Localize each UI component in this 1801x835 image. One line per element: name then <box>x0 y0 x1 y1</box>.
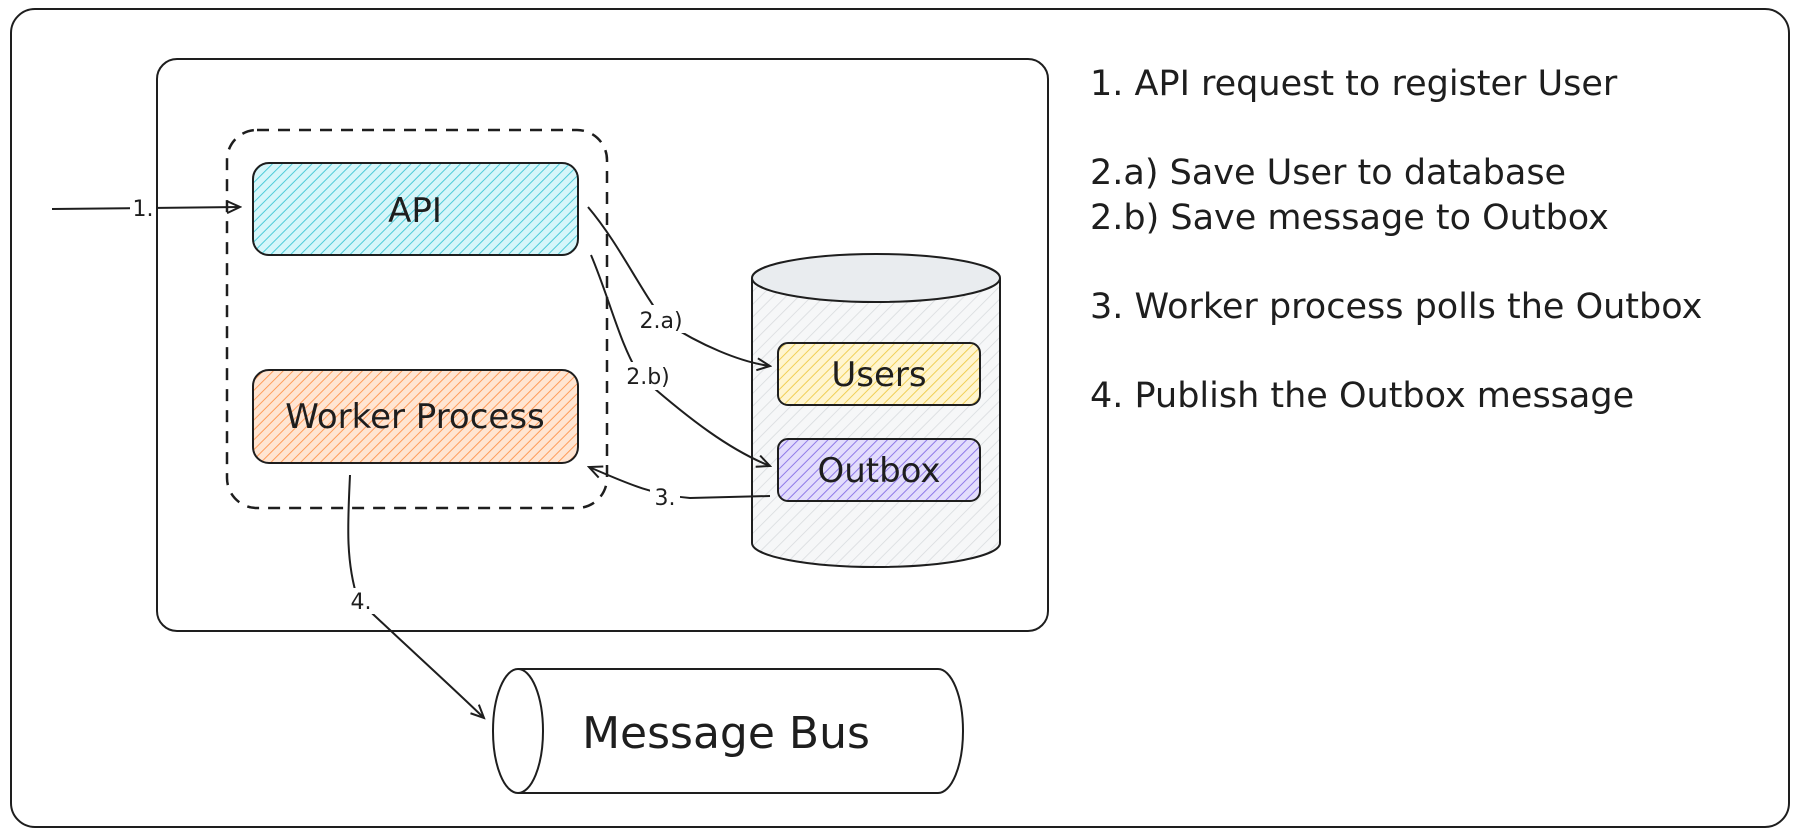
message-bus-label: Message Bus <box>582 708 870 759</box>
edge-1: 1. <box>51 196 240 222</box>
edge-4-label: 4. <box>351 590 372 615</box>
edge-2b-label: 2.b) <box>626 365 670 390</box>
edge-2a-label: 2.a) <box>639 309 682 334</box>
step-3: 3. Worker process polls the Outbox <box>1090 287 1703 327</box>
database-cylinder <box>751 253 1001 568</box>
users-label: Users <box>831 355 926 395</box>
steps-legend: 1. API request to register User 2.a) Sav… <box>1090 62 1790 419</box>
system-boundary <box>156 58 1049 632</box>
step-2b: 2.b) Save message to Outbox <box>1090 198 1609 238</box>
step-2a: 2.a) Save User to database <box>1090 153 1567 193</box>
outbox-table: Outbox <box>777 438 981 502</box>
edge-1-label: 1. <box>133 197 154 222</box>
outbox-label: Outbox <box>817 451 940 491</box>
step-1: 1. API request to register User <box>1090 64 1618 104</box>
edge-2a: 2.a) <box>587 206 770 366</box>
api-node: API <box>252 162 579 256</box>
edge-3: 3. <box>589 467 771 511</box>
message-bus: Message Bus <box>492 668 964 794</box>
worker-process-node: Worker Process <box>252 369 579 464</box>
worker-process-label: Worker Process <box>285 397 545 437</box>
edge-2b: 2.b) <box>590 254 770 466</box>
edge-3-label: 3. <box>655 486 676 511</box>
api-label: API <box>388 191 442 231</box>
users-table: Users <box>777 342 981 406</box>
outer-frame <box>10 8 1790 828</box>
service-group <box>225 128 609 510</box>
edge-4: 4. <box>345 474 484 718</box>
step-4: 4. Publish the Outbox message <box>1090 376 1635 416</box>
